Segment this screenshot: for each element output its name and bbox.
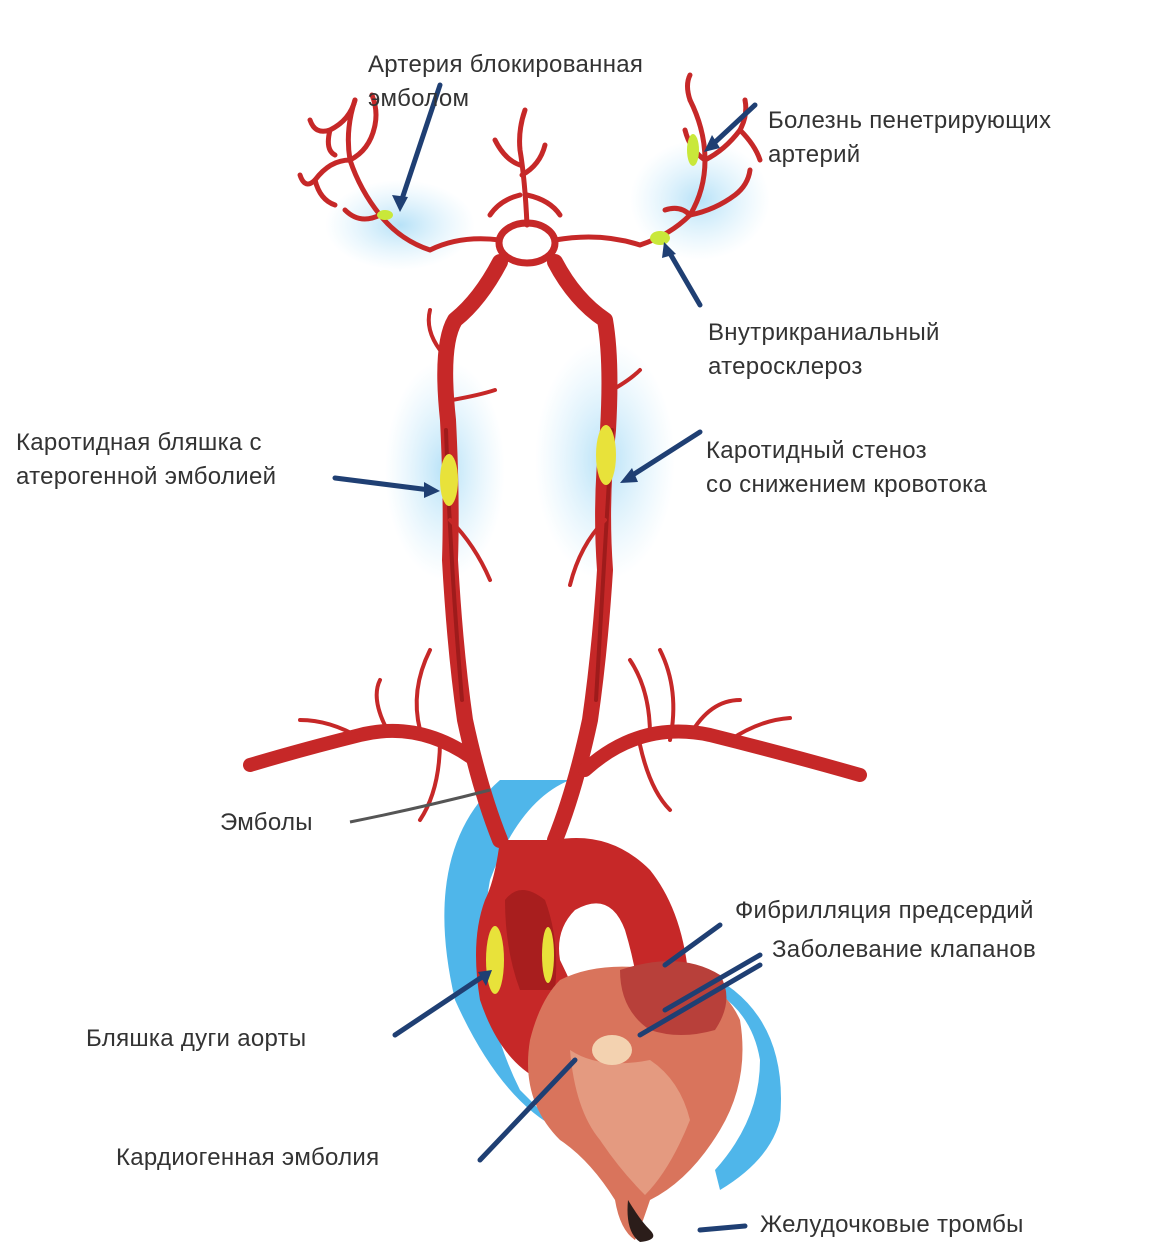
label-embolus-blocked: Артерия блокированнаяэмболом bbox=[368, 14, 643, 150]
plaque-right-carotid bbox=[596, 425, 616, 485]
plaque-embolus bbox=[377, 210, 393, 220]
plaque-penetrating bbox=[687, 134, 699, 166]
label-penetrating-artery-disease: Болезнь пенетрирующихартерий bbox=[768, 70, 1051, 206]
halo-left-brain bbox=[325, 180, 475, 270]
label-aortic-arch-plaque: Бляшка дуги аорты bbox=[86, 1022, 306, 1056]
label-intracranial-atherosclerosis: Внутрикраниальныйатеросклероз bbox=[708, 282, 940, 418]
plaque-aortic-arch bbox=[486, 926, 504, 994]
right-subclavian bbox=[585, 732, 860, 775]
plaque-left-carotid bbox=[440, 454, 458, 506]
label-carotid-plaque: Каротидная бляшка сатерогенной эмболией bbox=[16, 392, 276, 528]
plaque-intracranial bbox=[650, 231, 670, 245]
plaque-arch-inner bbox=[542, 927, 554, 983]
label-atrial-fibrillation: Фибрилляция предсердий bbox=[735, 894, 1034, 928]
heart-valve bbox=[592, 1035, 632, 1065]
label-carotid-stenosis: Каротидный стеноз со снижением кровотока bbox=[706, 400, 987, 536]
label-ventricular-thrombi: Желудочковые тромбы bbox=[760, 1208, 1024, 1242]
circle-of-willis bbox=[499, 223, 555, 263]
label-emboli: Эмболы bbox=[220, 806, 313, 840]
label-valve-disease: Заболевание клапанов bbox=[772, 933, 1036, 967]
label-cardiogenic-embolism: Кардиогенная эмболия bbox=[116, 1141, 379, 1175]
